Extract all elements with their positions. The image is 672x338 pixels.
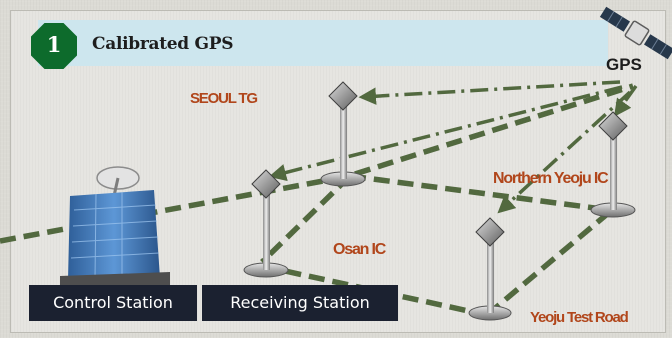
- link-yeoju-test-road-to-northern-yeoju: [485, 207, 614, 318]
- receiving-station-label: Receiving Station: [202, 285, 398, 321]
- osan-ic-station-marker: [243, 169, 289, 278]
- yeoju-test-road-station-marker: [468, 217, 512, 321]
- step-badge-octagon: [31, 23, 77, 69]
- station-links: [0, 83, 634, 318]
- satellite-icon: [599, 6, 672, 60]
- station-label-yeoju-test-road: Yeoju Test Road: [530, 309, 629, 326]
- station-label-northern-yeoju-ic: Northern Yeoju IC: [493, 170, 609, 187]
- seoul-tg-station-marker: [320, 81, 366, 187]
- step-number: 1: [46, 32, 62, 57]
- page-title: Calibrated GPS: [92, 34, 234, 54]
- link-seoul-tg-to-osan: [260, 174, 352, 264]
- link-seoul-tg-to-gps: [354, 83, 634, 177]
- northern-yeoju-ic-station-marker: [590, 111, 636, 218]
- gps-label: GPS: [606, 55, 642, 74]
- gps-signal-arrows: [268, 80, 638, 214]
- link-osan-to-yeoju-test-road: [261, 263, 488, 318]
- control-station-label: Control Station: [29, 285, 197, 321]
- gps-arrow-to-northern-yeoju: [613, 84, 638, 117]
- gps-arrow-to-seoul-tg: [358, 80, 621, 105]
- title-bar: [38, 20, 608, 66]
- link-seoul-tg-to-northern-yeoju: [349, 173, 611, 213]
- link-control-to-seoul-tg: [0, 173, 351, 244]
- gps-arrow-to-osan: [268, 85, 623, 182]
- station-label-seoul-tg: SEOUL TG: [190, 90, 258, 107]
- gps-arrow-to-yeoju-test-road: [497, 90, 632, 214]
- control-station-building-icon: [60, 166, 170, 292]
- station-label-osan-ic: Osan IC: [333, 241, 386, 258]
